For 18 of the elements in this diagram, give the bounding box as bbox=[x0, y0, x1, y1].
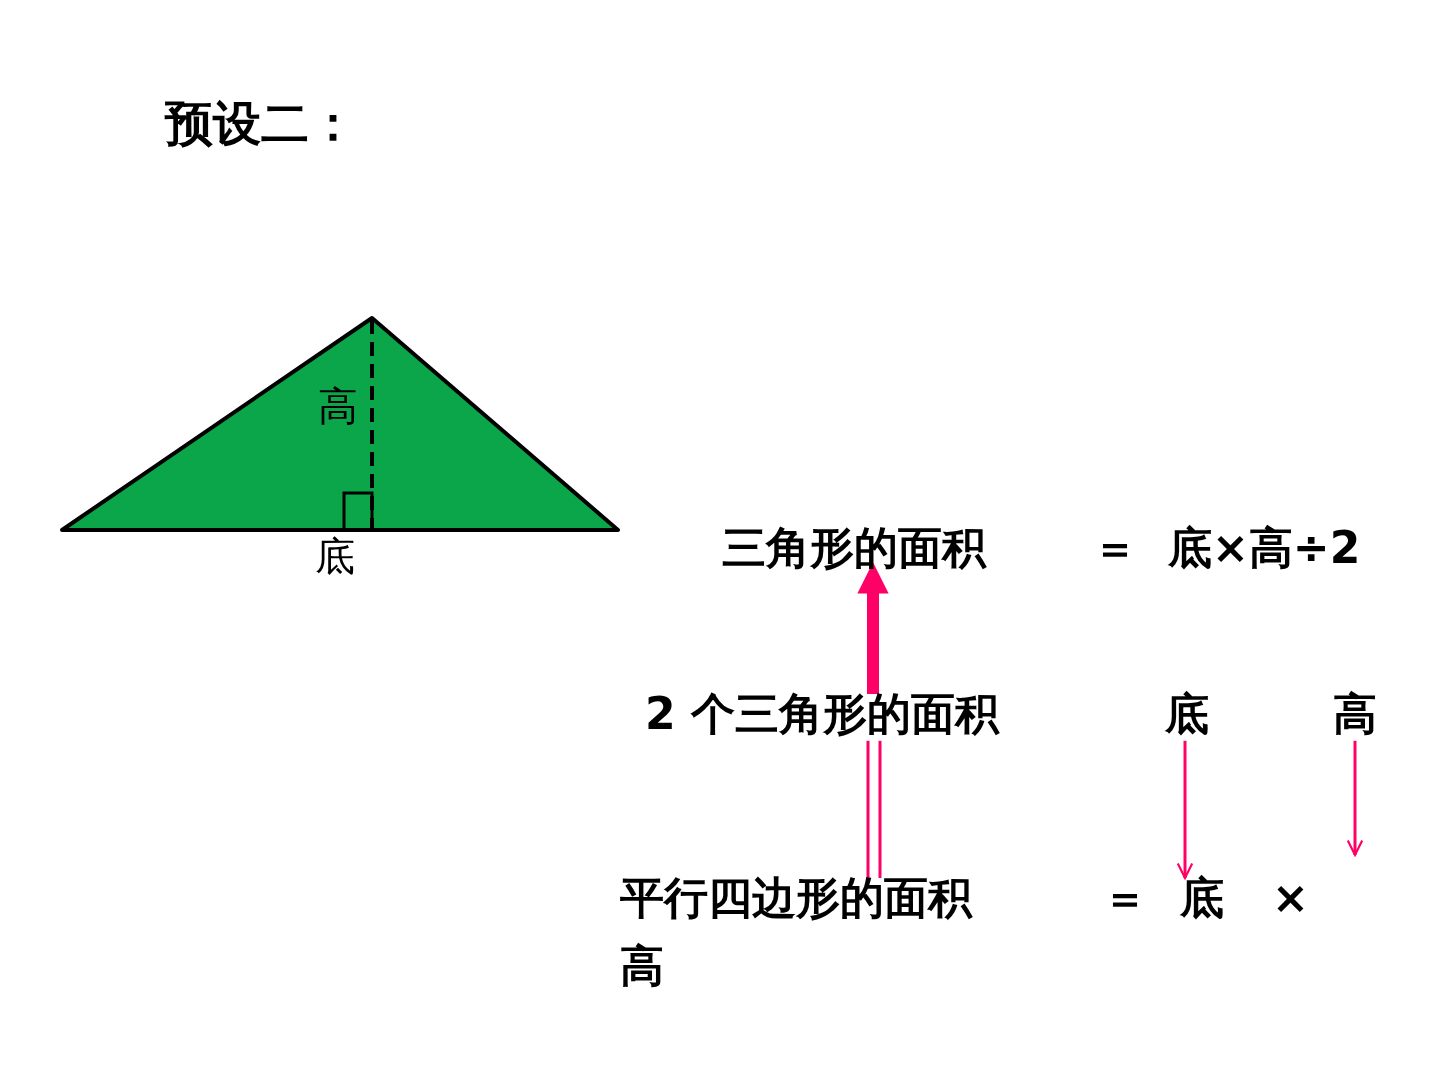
arrow bbox=[1346, 740, 1364, 857]
formula-text: ＝ bbox=[1093, 522, 1137, 575]
arrow bbox=[1176, 740, 1194, 880]
formula-text: × bbox=[1272, 872, 1309, 925]
title: 预设二： bbox=[165, 94, 357, 153]
formula-text: ＝ bbox=[1103, 872, 1147, 925]
formula-term: 三角形的面积 bbox=[722, 522, 986, 575]
formula-term: 高 bbox=[620, 940, 664, 993]
formula-term: 高 bbox=[1333, 688, 1377, 741]
arrow bbox=[857, 562, 889, 694]
dimension-label: 高 bbox=[318, 382, 358, 430]
formula-term: 2 个三角形的面积 bbox=[645, 688, 999, 741]
formula-term: 底 bbox=[1165, 688, 1209, 741]
formula-term: 平行四边形的面积 bbox=[620, 872, 972, 925]
dimension-label: 底 bbox=[315, 532, 355, 580]
formula-term: 底 bbox=[1180, 872, 1224, 925]
equals-connector bbox=[866, 740, 882, 878]
formula-text: 底×高÷2 bbox=[1168, 522, 1361, 575]
